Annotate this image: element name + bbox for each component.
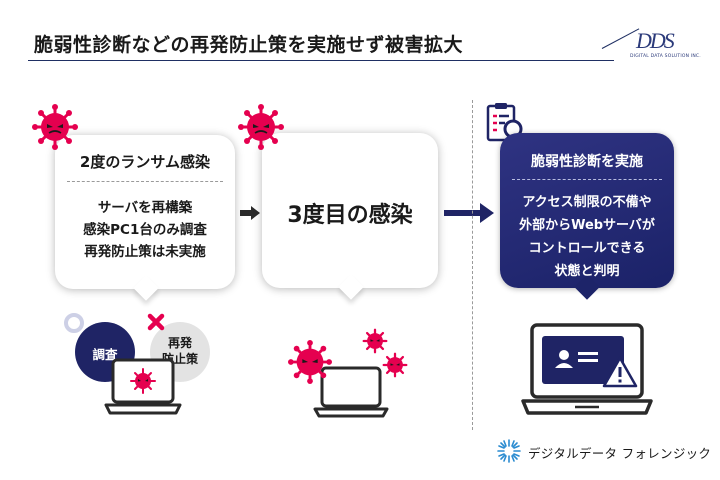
- badge-prevention-line1: 再発: [167, 336, 192, 350]
- dds-logo-mark: DDS: [636, 28, 675, 53]
- bubble-third-infection: 3度目の感染: [262, 133, 438, 300]
- line-found-state: 状態と判明: [554, 264, 620, 279]
- virus-icon: [238, 104, 284, 150]
- virus-icon: [32, 104, 78, 150]
- bubble-first-infection-title: 2度のランサム感染: [79, 153, 211, 171]
- dashed-divider: [67, 181, 223, 182]
- badge-investigated-label: 調査: [92, 347, 118, 362]
- laptop-icon: [104, 358, 182, 415]
- bubble-vulnerability-assessment-title: 脆弱性診断を実施: [531, 154, 643, 170]
- line-controllable: コントロールできる: [528, 241, 646, 256]
- dashed-divider: [512, 179, 662, 180]
- cross-icon: [147, 313, 165, 331]
- laptop-icon: [313, 366, 389, 418]
- badge-prevention: 再発 防止策: [150, 322, 210, 382]
- bubble-first-infection-lines: サーバを再構築 感染PC1台のみ調査 再発防止策は未実施: [55, 197, 235, 263]
- header-rule: [28, 60, 614, 61]
- user-icon: [555, 350, 573, 368]
- dashed-separator: [472, 100, 473, 430]
- footer-brand-name: デジタルデータ フォレンジック: [528, 446, 712, 461]
- bubble-tail: [338, 274, 364, 300]
- starburst-logo-icon: [497, 439, 521, 463]
- bubble-vulnerability-assessment: 脆弱性診断を実施 アクセス制限の不備や 外部からWebサーバが コントロールでき…: [500, 133, 674, 300]
- virus-icon: [382, 352, 408, 378]
- line-rebuild-server: サーバを再構築: [97, 200, 193, 216]
- arrow-right-icon: [444, 203, 494, 223]
- line-no-prevention: 再発防止策は未実施: [84, 244, 206, 260]
- bubble-first-infection: 2度のランサム感染 サーバを再構築 感染PC1台のみ調査 再発防止策は未実施: [55, 135, 235, 301]
- circle-check-icon: [64, 313, 84, 333]
- arrow-right-icon: [240, 206, 260, 220]
- dds-logo-subtitle: DIGITAL DATA SOLUTION INC.: [630, 54, 701, 59]
- line-access-control-flaw: アクセス制限の不備や: [522, 195, 652, 210]
- virus-icon: [288, 340, 332, 384]
- bubble-vulnerability-assessment-lines: アクセス制限の不備や 外部からWebサーバが コントロールできる 状態と判明: [500, 191, 674, 283]
- page-title: 脆弱性診断などの再発防止策を実施せず被害拡大: [34, 34, 464, 56]
- bubble-tail: [133, 275, 159, 301]
- dds-logo: DDS DIGITAL DATA SOLUTION INC.: [630, 28, 701, 62]
- laptop-icon: [521, 323, 653, 415]
- line-investigate-one-pc: 感染PC1台のみ調査: [83, 222, 207, 238]
- bubble-third-infection-text: 3度目の感染: [287, 203, 413, 228]
- virus-icon: [362, 328, 388, 354]
- line-web-server-external: 外部からWebサーバが: [519, 218, 655, 233]
- warning-icon: [602, 356, 638, 388]
